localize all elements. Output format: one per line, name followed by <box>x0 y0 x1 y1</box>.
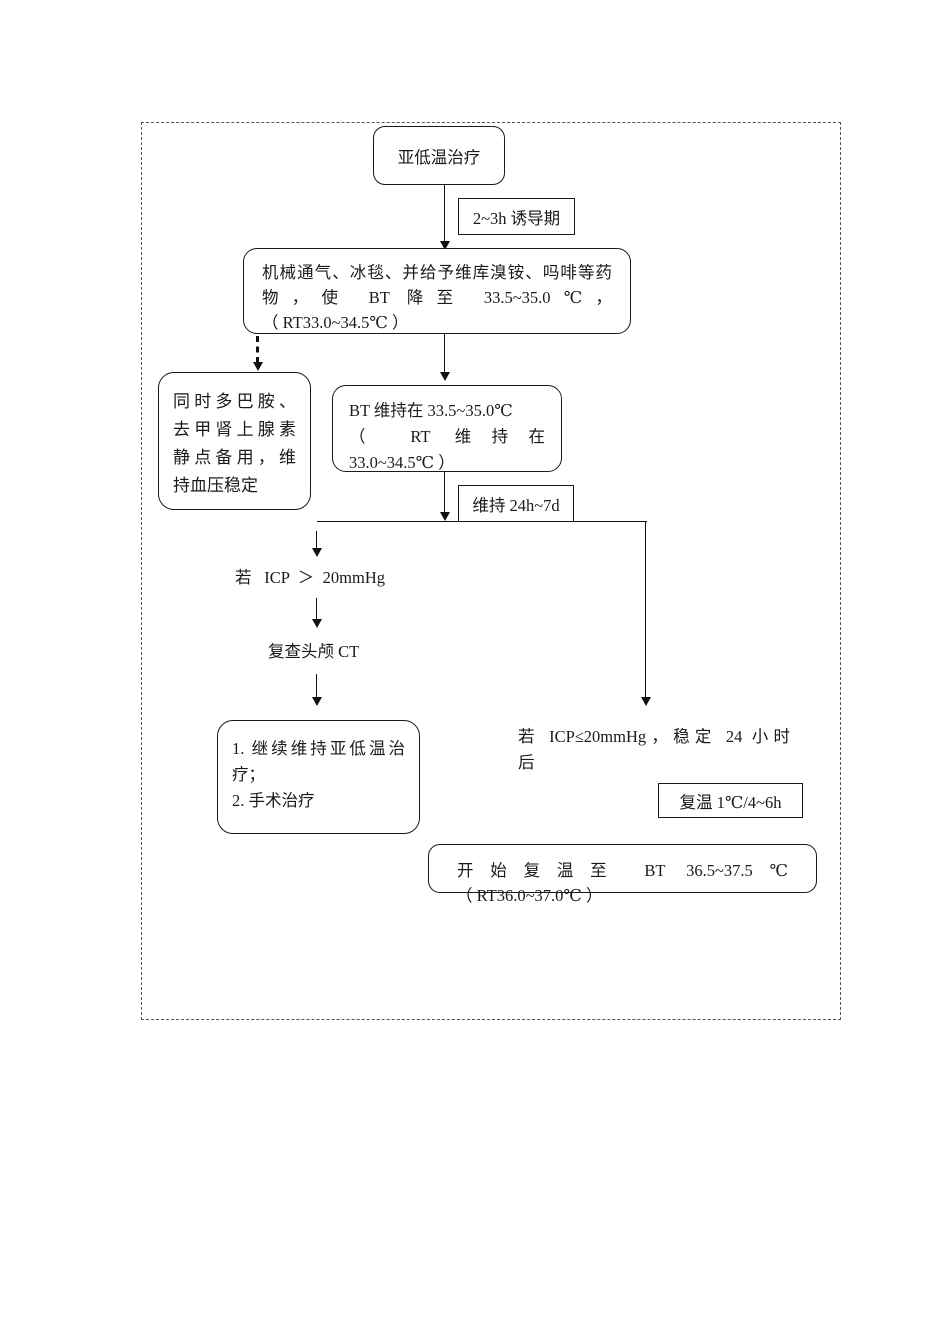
node-start: 亚低温治疗 <box>373 126 505 185</box>
node-rewarm: 开始复温至 BT 36.5~37.5℃ （ RT36.0~37.0℃ ） <box>428 844 817 905</box>
flow-line-start-cooling <box>444 185 445 242</box>
node-vasopressor-line: 同时多巴胺、 <box>173 392 296 411</box>
flow-line-left-branch <box>316 531 317 549</box>
node-rewarm-line: 开始复温至 BT 36.5~37.5℃ <box>457 861 788 880</box>
arrow-down-icon <box>440 241 450 250</box>
flowchart-dashed-border <box>141 122 841 1020</box>
node-cooling-line: 物，使 BT 降至 33.5~35.0℃， <box>262 288 612 307</box>
flow-line-ct-continue <box>316 674 317 698</box>
text-icp-low-line: 后 <box>518 753 535 772</box>
label-induction-period: 2~3h 诱导期 <box>458 198 575 235</box>
arrow-down-icon <box>641 697 651 706</box>
flow-split-line <box>317 521 647 522</box>
node-maintain: BT 维持在 33.5~35.0℃ （ RT 维持在 33.0~34.5℃ ） <box>332 385 562 472</box>
node-vasopressor-line: 静点备用，维 <box>173 448 296 467</box>
node-cooling: 机械通气、冰毯、并给予维库溴铵、吗啡等药 物，使 BT 降至 33.5~35.0… <box>243 248 631 334</box>
flow-line-maintain-split <box>444 472 445 513</box>
arrow-down-icon <box>253 362 263 371</box>
node-vasopressor-line: 去甲肾上腺素 <box>173 420 296 439</box>
flow-line-cooling-maintain <box>444 334 445 373</box>
flow-line-icp-ct <box>316 598 317 620</box>
label-maintain-duration: 维持 24h~7d <box>458 485 574 522</box>
node-maintain-line: BT 维持在 33.5~35.0℃ <box>349 401 513 420</box>
flow-dotted-line-cooling-vasopressor <box>256 336 259 363</box>
label-induction-text: 2~3h 诱导期 <box>472 208 561 228</box>
node-rewarm-line: （ RT36.0~37.0℃ ） <box>456 886 603 905</box>
arrow-down-icon <box>312 619 322 628</box>
label-maintain-duration-text: 维持 24h~7d <box>472 495 560 515</box>
node-continue-line: 1. 继续维持亚低温治 <box>232 739 405 758</box>
node-cooling-line: 机械通气、冰毯、并给予维库溴铵、吗啡等药 <box>262 263 612 282</box>
text-icp-low: 若 ICP≤20mmHg，稳定 24 小时 后 <box>518 724 790 776</box>
node-maintain-line: （ RT 维持在 <box>349 427 545 446</box>
node-cooling-line: （ RT33.0~34.5℃ ） <box>262 313 409 332</box>
node-vasopressor: 同时多巴胺、 去甲肾上腺素 静点备用，维 持血压稳定 <box>158 372 311 510</box>
label-rewarm-rate: 复温 1℃/4~6h <box>658 783 803 818</box>
arrow-down-icon <box>312 548 322 557</box>
node-continue-line: 疗； <box>232 765 265 784</box>
text-recheck-ct: 复查头颅 CT <box>268 642 360 661</box>
label-rewarm-rate-text: 复温 1℃/4~6h <box>679 792 782 812</box>
node-vasopressor-line: 持血压稳定 <box>173 476 258 495</box>
text-icp-low-line: 若 ICP≤20mmHg，稳定 24 小时 <box>518 727 790 746</box>
arrow-down-icon <box>312 697 322 706</box>
text-icp-high: 若 ICP ＞ 20mmHg <box>235 568 385 587</box>
node-maintain-line: 33.0~34.5℃ ） <box>349 453 455 472</box>
flow-line-right-branch <box>645 522 646 698</box>
node-continue-line: 2. 手术治疗 <box>232 791 315 810</box>
node-continue-treatment: 1. 继续维持亚低温治 疗； 2. 手术治疗 <box>217 720 420 834</box>
arrow-down-icon <box>440 372 450 381</box>
node-start-label: 亚低温治疗 <box>397 147 481 167</box>
arrow-down-icon <box>440 512 450 521</box>
